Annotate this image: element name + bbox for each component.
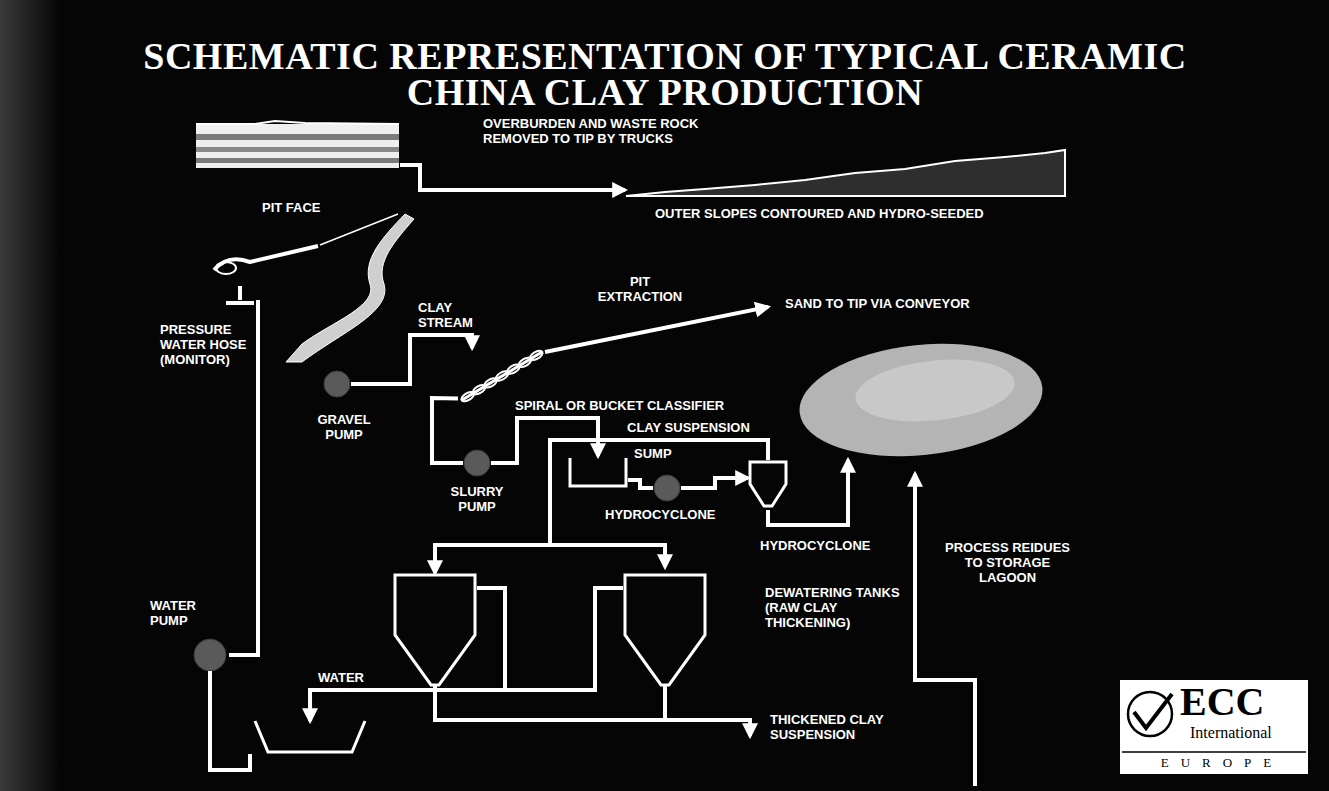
monitor-gun [214,246,318,270]
monitor-loop [216,262,236,274]
spoil-tip [625,148,1067,198]
scan-shadow [0,0,60,791]
logo-circle [1128,692,1172,736]
water-pump [190,636,370,776]
process-unit: OUTER SLOPES CONTOURED AND HYDRO-SEEDED [625,148,1095,221]
logo-check [1134,694,1172,728]
unit-label: PROCESS REIDUES TO STORAGE LAGOON [935,540,1080,585]
unit-label: WATER PUMP [150,598,220,628]
unit-label: HYDROCYCLONE [760,538,900,553]
unit-label: OUTER SLOPES CONTOURED AND HYDRO-SEEDED [655,206,1095,221]
flow-label: WATER [318,670,398,685]
diagram-title: SCHEMATIC REPRESENTATION OF TYPICAL CERA… [100,38,1230,110]
note-text: THICKENED CLAY SUSPENSION [770,712,920,742]
flow-pipe [681,478,748,488]
logo-wordmark: ECC [1180,682,1300,722]
monitor-base [226,301,254,305]
flow-label: OVERBURDEN AND WASTE ROCK REMOVED TO TIP… [483,116,743,146]
logo-rule [1122,751,1306,753]
unit-label: GRAVEL PUMP [309,412,379,442]
logo-panel [1120,680,1308,774]
gravel-pump [323,370,351,398]
residue-return-arrow [915,474,975,786]
flow-label: CLAY STREAM [418,300,480,330]
process-unit: WATER PUMP [150,598,370,776]
unit-label: HYDROCYCLONE [605,507,735,522]
note-text: PRESSURE WATER HOSE (MONITOR) [160,322,254,367]
flow-pipe [432,398,463,463]
flow-pipe [628,480,653,488]
process-unit: GRAVEL PUMP [309,370,379,442]
flow-pipe [400,165,625,190]
tank-overflow [505,588,623,690]
dewatering-tank [393,573,477,688]
process-unit: PIT FACE [195,120,400,215]
sump [568,456,628,488]
process-unit: DEWATERING TANKS (RAW CLAY THICKENING) [393,573,925,688]
cyclone-feed-pump [653,474,681,502]
dewatering-tank [623,573,707,688]
note-text: SAND TO TIP VIA CONVEYOR [785,296,1045,311]
hydrocyclone [748,460,788,510]
spiral-classifier [458,348,546,404]
unit-label: PIT FACE [262,200,382,215]
unit-label: SLURRY PUMP [442,484,512,514]
sand-conveyor-arrow [545,307,768,352]
monitor-stand [238,286,242,300]
unit-label: DEWATERING TANKS (RAW CLAY THICKENING) [765,585,925,630]
storage-lagoon [796,340,1046,460]
unit-label: SUMP [634,446,694,461]
note-text: PIT EXTRACTION [590,274,690,304]
logo-subtitle: International [1190,724,1300,742]
process-unit: SPIRAL OR BUCKET CLASSIFIER [458,348,755,413]
flow-label: CLAY SUSPENSION [627,420,787,435]
pit-face [195,120,400,170]
process-unit: HYDROCYCLONE [605,474,735,522]
process-unit: SLURRY PUMP [442,449,512,514]
flow-pipe [351,335,472,384]
thickened-clay-arrow [433,720,750,736]
clay-stream [286,214,414,362]
unit-label: SPIRAL OR BUCKET CLASSIFIER [515,398,755,413]
pressure-hose [229,300,258,655]
flow-pipe [435,440,768,573]
slurry-pump [463,449,491,477]
logo-region: EUROPE [1124,755,1308,770]
process-unit: HYDROCYCLONE [748,460,900,553]
overflow-branch [550,545,665,567]
